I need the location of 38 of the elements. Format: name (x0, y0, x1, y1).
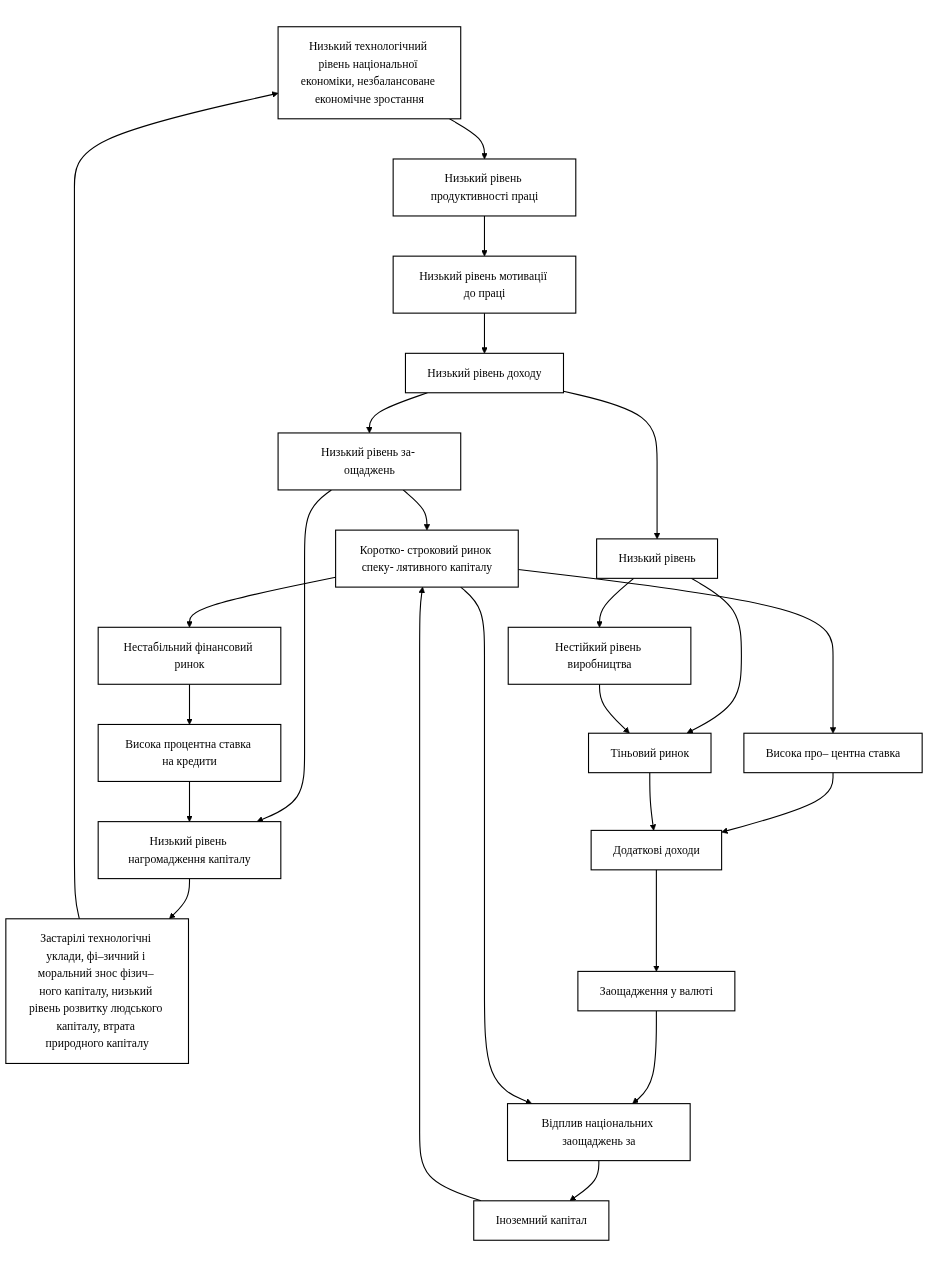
arrow (448, 118, 488, 160)
arrow (460, 586, 533, 1105)
arrow (686, 577, 742, 734)
node-box: Додаткові доходи (590, 829, 723, 871)
arrow (653, 869, 660, 972)
node-box: Нестабільний фінансовий ринок (97, 626, 282, 685)
arrow (481, 312, 488, 354)
arrow (481, 215, 488, 257)
node-box: Іноземний капітал (473, 1200, 610, 1241)
arrow (562, 390, 661, 540)
node-box: Відплив національних заощаджень за (506, 1103, 691, 1162)
arrow (596, 577, 635, 628)
arrow (186, 683, 193, 725)
arrow (186, 780, 193, 822)
arrow (632, 1010, 657, 1104)
arrow (169, 878, 191, 920)
node-box: Коротко- строковий ринок спеку- лятивного капіталу (335, 529, 519, 588)
node-box: Низький рівень доходу (404, 352, 565, 394)
node-box: Низький технологічний рівень національної економіки, незбалансоване економічне зростання (277, 26, 462, 120)
node-box: Застарілі технологічні уклади, фі–зичний і моральний знос фізич– ного капіталу, низький рівень розвитку людського капіталу, втрата природного капіталу (5, 918, 190, 1064)
arrow (256, 489, 332, 823)
arrow (649, 772, 657, 831)
node-box: Низький рівень нагромадження капіталу (97, 821, 282, 880)
node-box: Тіньовий ринок (588, 732, 712, 774)
node-box: Низький рівень (596, 538, 719, 579)
node-box: Низький рівень за- ощаджень (277, 432, 462, 491)
arrow (73, 91, 279, 920)
arrow (402, 489, 431, 531)
node-box: Низький рівень мотивації до праці (392, 255, 577, 314)
arrow (599, 683, 630, 734)
node-box: Нестійкий рівень виробництва (507, 626, 692, 685)
arrow (721, 772, 834, 834)
arrow (569, 1160, 600, 1202)
arrow (366, 392, 429, 434)
node-box: Заощадження у валюті (577, 970, 736, 1012)
node-box: Висока процентна ставка на кредити (97, 723, 282, 782)
node-box: Низький рівень продуктивності праці (392, 158, 577, 217)
node-box: Висока про– центна ставка (743, 732, 923, 774)
